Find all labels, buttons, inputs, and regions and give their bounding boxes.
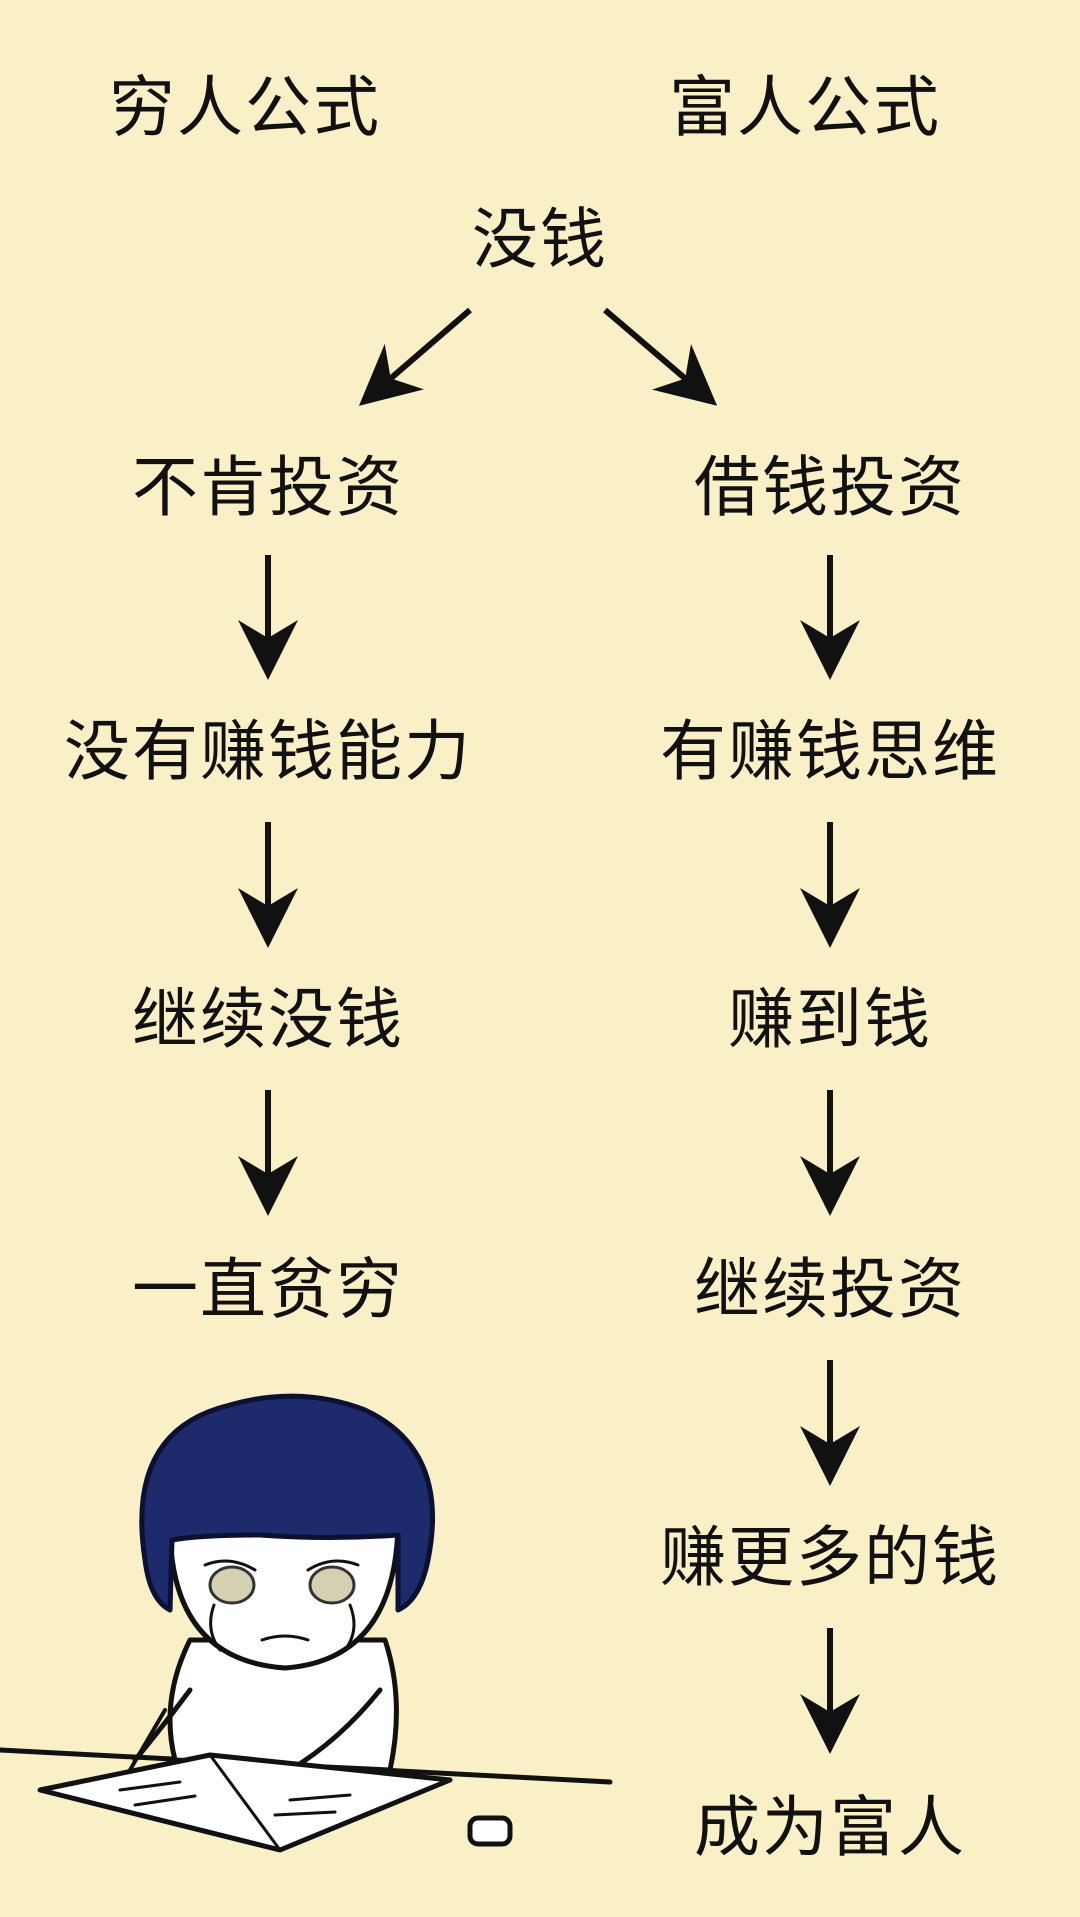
rich-step: 成为富人 bbox=[694, 1789, 966, 1866]
poor-step: 一直贫穷 bbox=[132, 1251, 404, 1328]
poor-step: 不肯投资 bbox=[132, 449, 404, 526]
crying-student-illustration bbox=[0, 1393, 613, 1853]
arrow-to-rich bbox=[603, 307, 718, 406]
rich-step: 有赚钱思维 bbox=[660, 713, 1000, 790]
rich-step: 赚更多的钱 bbox=[660, 1519, 1000, 1596]
poor-formula-title: 穷人公式 bbox=[109, 69, 381, 146]
rich-formula-title: 富人公式 bbox=[669, 69, 941, 146]
rich-step: 继续投资 bbox=[694, 1251, 966, 1328]
arrow-to-poor bbox=[358, 307, 472, 406]
poor-step: 继续没钱 bbox=[132, 981, 404, 1058]
rich-step: 赚到钱 bbox=[728, 981, 932, 1058]
start-node: 没钱 bbox=[472, 201, 608, 278]
poor-step: 没有赚钱能力 bbox=[64, 713, 472, 790]
rich-step: 借钱投资 bbox=[694, 449, 966, 526]
